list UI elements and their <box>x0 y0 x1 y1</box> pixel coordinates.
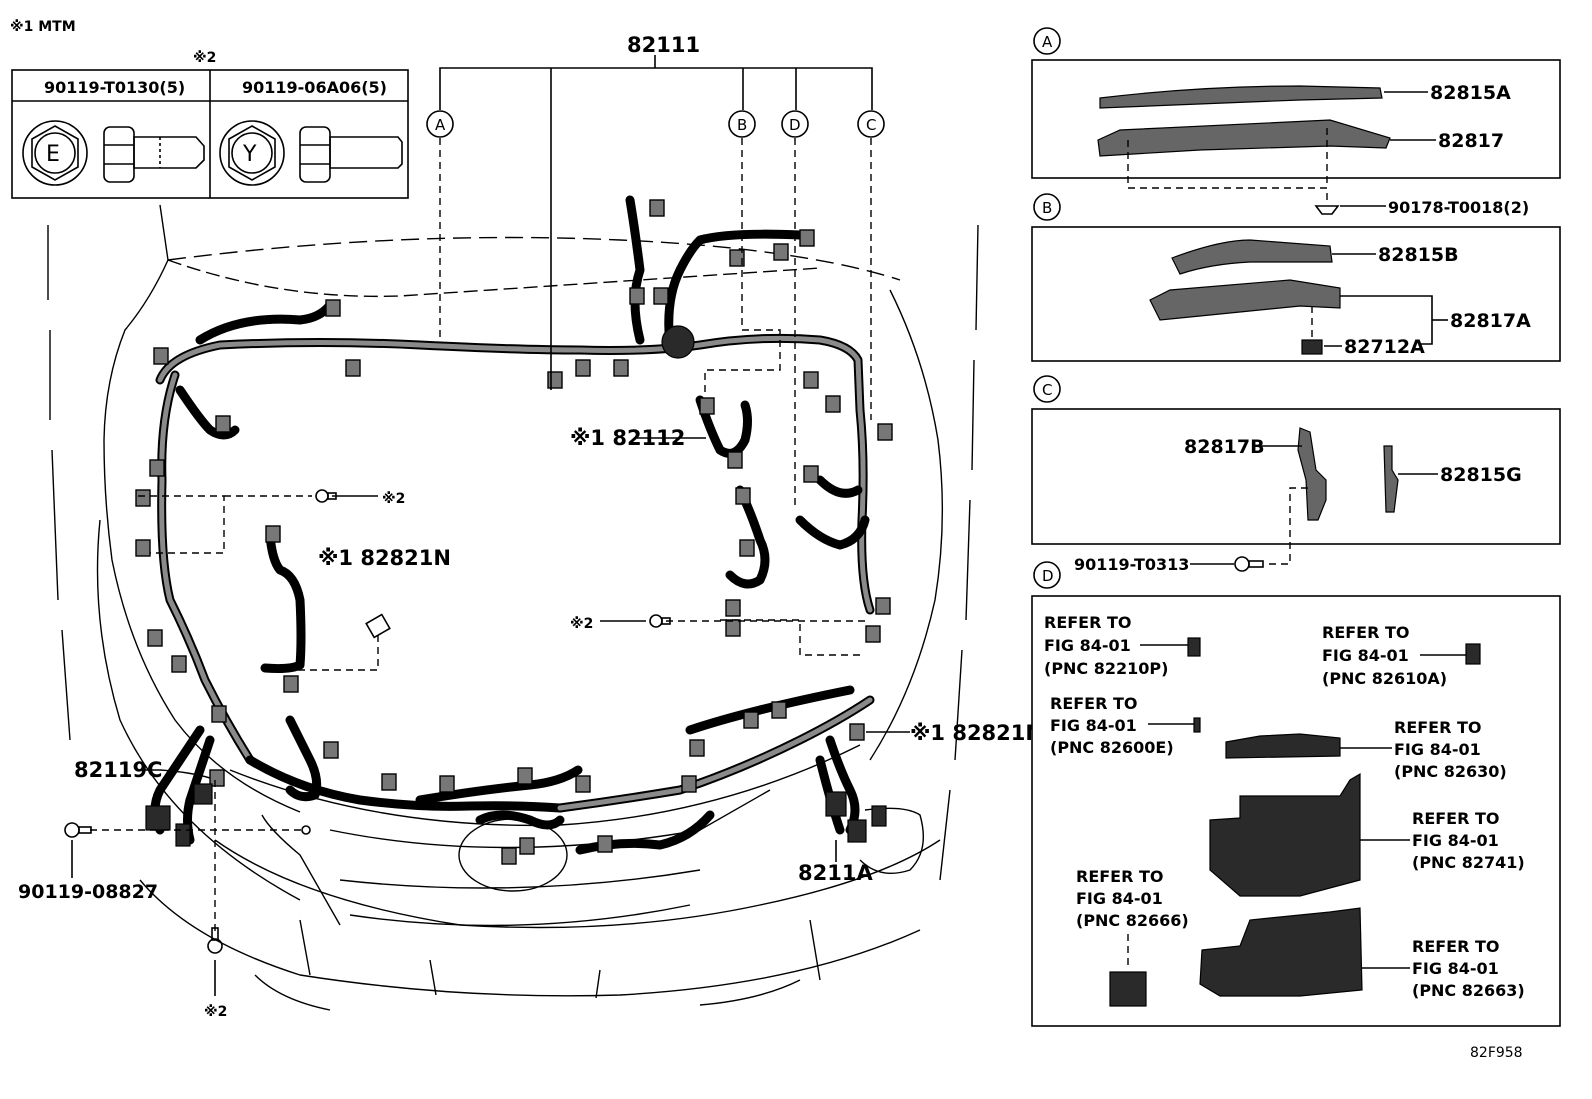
label-82821n-left: ※1 82821N <box>318 546 451 570</box>
ref-82630-l2: FIG 84-01 <box>1394 740 1481 759</box>
ref-82210p-l1: REFER TO <box>1044 613 1132 632</box>
ref-82610a-l2: FIG 84-01 <box>1322 646 1409 665</box>
panel-c-letter: C <box>1042 381 1052 399</box>
label-82119c: 82119C <box>74 758 162 782</box>
bolt-col1-label: 90119-T0130(5) <box>44 78 185 97</box>
label-82821n-right: ※1 82821N <box>910 721 1043 745</box>
panel-c-82817b: 82817B <box>1184 436 1265 458</box>
ref-82741-l3: (PNC 82741) <box>1412 853 1525 872</box>
ref-82610a-l1: REFER TO <box>1322 623 1410 642</box>
ref-82663-l2: FIG 84-01 <box>1412 959 1499 978</box>
callout-b: B <box>737 116 747 134</box>
panel-b-82817a: 82817A <box>1450 310 1531 332</box>
ref-82666-l2: FIG 84-01 <box>1076 889 1163 908</box>
panel-a-82815a: 82815A <box>1430 82 1511 104</box>
bolt-y-letter: Y <box>242 142 257 167</box>
ref-82210p-l3: (PNC 82210P) <box>1044 659 1168 678</box>
panel-c: C 82817B 82815G 90119-T0313 <box>1031 375 1561 574</box>
ref-82610a-l3: (PNC 82610A) <box>1322 669 1447 688</box>
note2-bottom: ※2 <box>204 1004 227 1020</box>
label-90119-08827: 90119-08827 <box>18 881 158 903</box>
panel-a-82817: 82817 <box>1438 130 1504 152</box>
ref-82600e-l2: FIG 84-01 <box>1050 716 1137 735</box>
bolt-y-icon: Y <box>219 120 403 186</box>
ref-82630-l3: (PNC 82630) <box>1394 762 1507 781</box>
panel-a-clip: 90178-T0018(2) <box>1388 198 1529 217</box>
ref-82630-l1: REFER TO <box>1394 718 1482 737</box>
panel-a: A 82815A 82817 90178-T0018(2) <box>1031 27 1561 217</box>
ref-82741-l2: FIG 84-01 <box>1412 831 1499 850</box>
panel-c-bolt: 90119-T0313 <box>1074 555 1189 574</box>
panel-b: B 82815B 82712A 82817A <box>1031 193 1561 362</box>
ref-82600e-l3: (PNC 82600E) <box>1050 738 1174 757</box>
ref-82210p-l2: FIG 84-01 <box>1044 636 1131 655</box>
label-82112: ※1 82112 <box>570 426 685 450</box>
bolt-table-note: ※2 <box>193 50 216 66</box>
mtm-note: ※1 MTM <box>10 19 76 35</box>
panel-b-82815b: 82815B <box>1378 244 1459 266</box>
panel-b-letter: B <box>1042 199 1052 217</box>
bolt-icons-main <box>64 489 671 954</box>
ref-82600e-l1: REFER TO <box>1050 694 1138 713</box>
ref-82663-l3: (PNC 82663) <box>1412 981 1525 1000</box>
main-leaders <box>71 55 910 996</box>
note2-center: ※2 <box>570 616 593 632</box>
ref-82663-l1: REFER TO <box>1412 937 1500 956</box>
bolt-col2-label: 90119-06A06(5) <box>242 78 387 97</box>
panel-a-letter: A <box>1042 33 1053 51</box>
ref-82666-l1: REFER TO <box>1076 867 1164 886</box>
panel-d: D REFER TO FIG 84-01 (PNC 82210P) REFER … <box>1031 561 1561 1027</box>
label-82111: 82111 <box>627 33 700 57</box>
label-8211a: 8211A <box>798 861 873 885</box>
panel-b-82712a: 82712A <box>1344 336 1425 358</box>
main-labels: 82111 ※1 82112 ※1 82821N ※1 82821N 82119… <box>18 33 1043 1020</box>
main-callouts: A B D C <box>426 110 885 138</box>
bolt-e-letter: E <box>46 142 60 167</box>
panel-c-82815g: 82815G <box>1440 464 1522 486</box>
ref-82741-l1: REFER TO <box>1412 809 1500 828</box>
engine-wire-harness <box>135 195 893 865</box>
bolt-table: ※2 90119-T0130(5) 90119-06A06(5) E Y <box>11 50 409 199</box>
callout-c: C <box>866 116 876 134</box>
bolt-e-icon: E <box>22 120 205 186</box>
vehicle-body-outline <box>47 204 979 1011</box>
callout-d: D <box>789 116 801 134</box>
diagram-code: 82F958 <box>1470 1045 1523 1061</box>
panel-d-letter: D <box>1042 567 1054 585</box>
ref-82666-l3: (PNC 82666) <box>1076 911 1189 930</box>
callout-a: A <box>435 116 446 134</box>
note2-left: ※2 <box>382 491 405 507</box>
